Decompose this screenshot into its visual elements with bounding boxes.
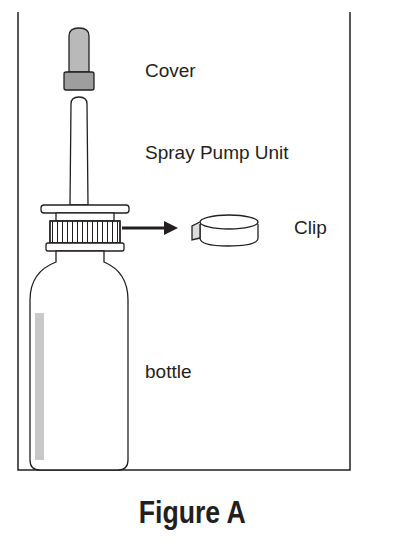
part-label: bottle [145,362,191,383]
part-label: Cover [145,61,196,82]
figure-caption: Figure A [139,496,246,530]
bottle-drawing [30,251,128,470]
clip-drawing [192,215,258,246]
cover-drawing [64,28,94,90]
part-label: Clip [294,218,327,239]
leader-arrow [122,221,178,235]
spray-pump-drawing [41,97,129,251]
frame [18,12,350,470]
part-label: Spray Pump Unit [145,143,289,164]
